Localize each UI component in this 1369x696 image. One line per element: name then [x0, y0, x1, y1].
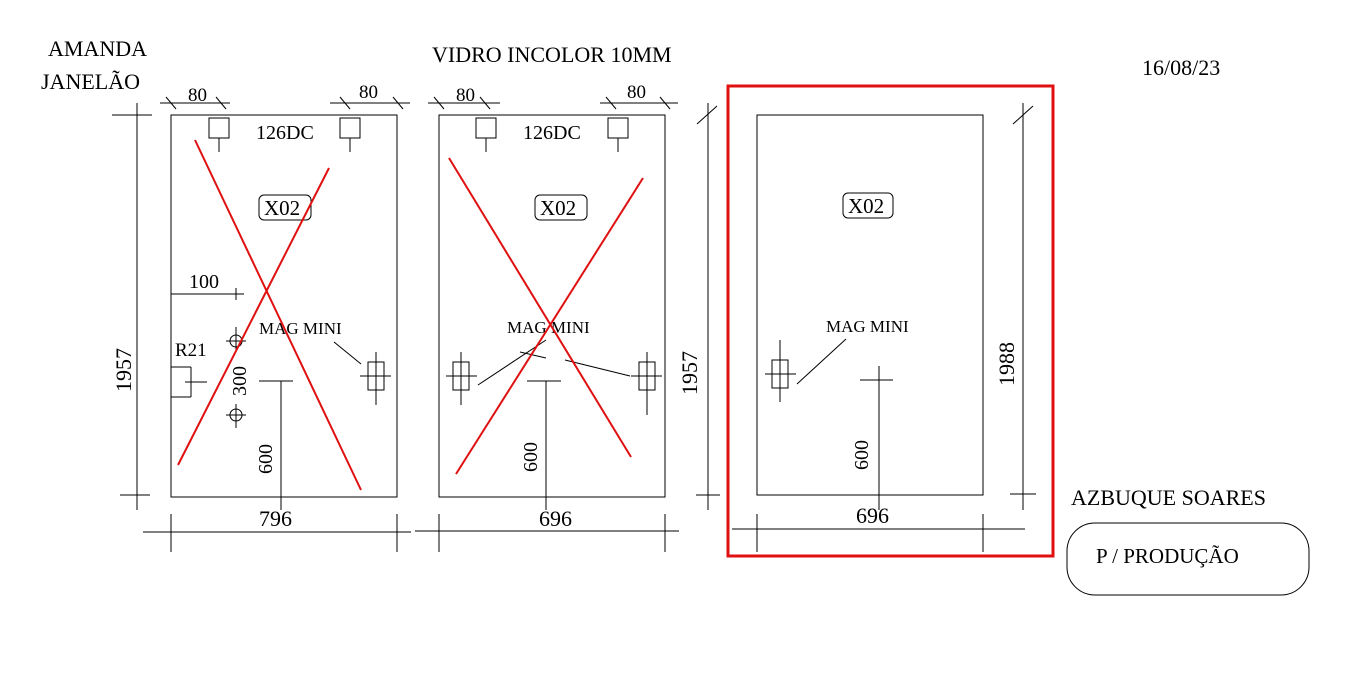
panel-1-offset-label: 100	[189, 271, 219, 293]
panel-1-top-left-dim: 80	[188, 85, 207, 106]
panel-2: 80 80 126DC X02 MAG MINI 600 1957 69	[415, 82, 720, 552]
panel-1-code: X02	[264, 196, 300, 220]
panel-1-cancel-mark	[194, 139, 362, 491]
panel-2-top-left-dim: 80	[456, 85, 475, 106]
panel-3-highlight-frame	[726, 84, 1055, 558]
panel-1: 80 80 126DC X02 100 R21 300 600	[111, 82, 411, 552]
panel-2-cancel-mark	[448, 157, 632, 458]
panel-3-code: X02	[848, 194, 884, 218]
panel-3-height-from-bottom: 600	[851, 440, 873, 470]
panel-2-glass	[438, 114, 666, 498]
item-name: JANELÃO	[41, 69, 140, 94]
panel-2-top-right-dim: 80	[627, 82, 646, 103]
panel-1-width: 796	[259, 506, 292, 531]
client-name: AMANDA	[48, 36, 147, 61]
panel-3: X02 MAG MINI 600 1988 696	[726, 84, 1055, 558]
panel-3-glass	[756, 114, 984, 496]
panel-1-handle-label: MAG MINI	[259, 319, 342, 338]
panel-2-height: 1957	[677, 351, 702, 395]
panel-2-width: 696	[539, 506, 572, 531]
panel-2-hardware: 126DC	[523, 122, 581, 144]
customer-name: AZBUQUE SOARES	[1071, 485, 1266, 510]
production-label: P / PRODUÇÃO	[1096, 544, 1239, 568]
panel-1-top-right-dim: 80	[359, 82, 378, 103]
panel-3-width: 696	[856, 503, 889, 528]
panel-1-hardware: 126DC	[256, 122, 314, 144]
panel-2-code: X02	[540, 196, 576, 220]
panel-1-glass	[170, 114, 398, 498]
panel-2-height-from-bottom: 600	[520, 442, 542, 472]
panel-1-height: 1957	[111, 348, 136, 392]
production-stamp	[1066, 522, 1310, 596]
panel-1-hole-spacing: 300	[229, 366, 251, 396]
drawing-date: 16/08/23	[1142, 55, 1220, 80]
glass-spec: VIDRO INCOLOR 10MM	[432, 42, 672, 67]
panel-3-handle-label: MAG MINI	[826, 317, 909, 336]
panel-3-height: 1988	[994, 342, 1019, 386]
panel-1-radius-label: R21	[175, 340, 207, 361]
panel-1-height-from-bottom: 600	[255, 444, 277, 474]
